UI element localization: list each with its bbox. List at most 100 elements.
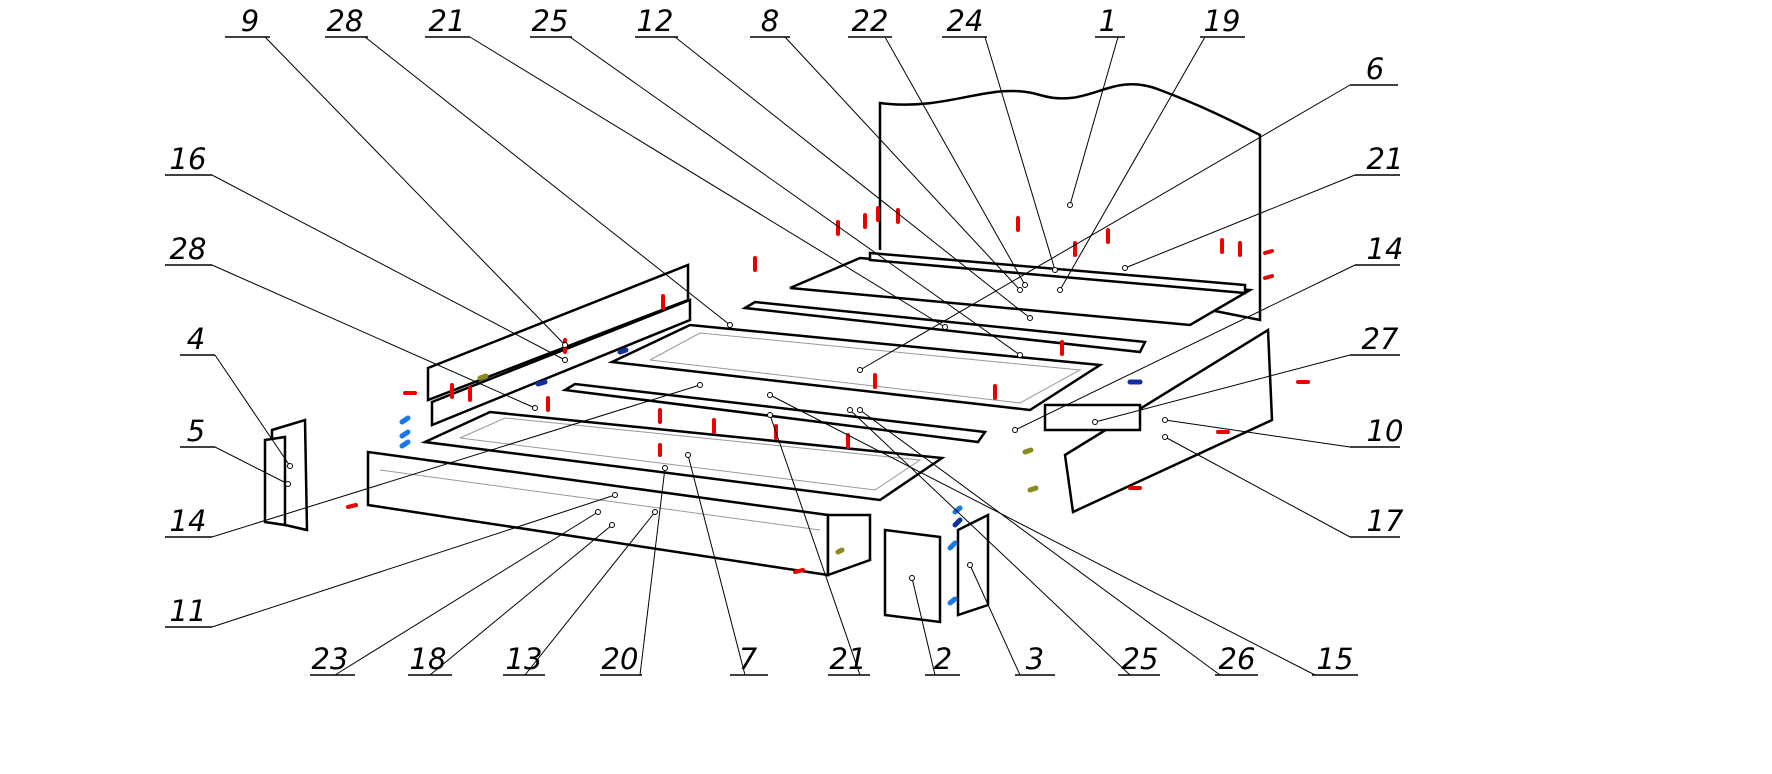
leader-dot xyxy=(532,405,538,411)
leader-line xyxy=(214,446,289,485)
upper-frame-lines xyxy=(649,332,1082,404)
leader-line xyxy=(524,511,656,676)
part-number-label: 14 xyxy=(1366,232,1404,266)
leader-dot xyxy=(1017,287,1023,293)
leader-dot xyxy=(727,322,733,328)
leader-dot xyxy=(847,407,853,413)
leader-line xyxy=(211,264,536,409)
leader-line xyxy=(211,384,701,538)
leader-dot xyxy=(1092,419,1098,425)
leader-line xyxy=(1059,36,1206,291)
leader-dot xyxy=(942,324,948,330)
leader-line xyxy=(859,409,1221,676)
leader-dot xyxy=(967,562,973,568)
leader-dot xyxy=(857,367,863,373)
part-number-label: 5 xyxy=(186,414,206,448)
leader-dot xyxy=(857,407,863,413)
lower-bed-base xyxy=(420,410,946,502)
part-number-label: 12 xyxy=(636,4,674,38)
front-drawer-side xyxy=(826,513,872,577)
leader-dot xyxy=(767,392,773,398)
lower-frame-lines xyxy=(459,417,922,491)
center-rail-front xyxy=(561,382,988,444)
leader-line xyxy=(1164,436,1351,538)
leader-line xyxy=(911,577,936,676)
leader-dot xyxy=(285,481,291,487)
upper-bed-base xyxy=(607,323,1104,412)
leader-line xyxy=(784,36,1021,291)
part-number-label: 21 xyxy=(1366,142,1404,176)
part-number-label: 15 xyxy=(1316,642,1354,676)
leader-line xyxy=(1124,174,1356,269)
part-number-label: 9 xyxy=(240,4,260,38)
leader-line xyxy=(469,36,946,328)
part-number-label: 23 xyxy=(311,642,349,676)
leader-dot xyxy=(562,342,568,348)
leader-line xyxy=(1014,264,1356,431)
leader-dot xyxy=(287,463,293,469)
leader-line xyxy=(687,454,746,676)
leader-dot xyxy=(697,382,703,388)
part-number-label: 21 xyxy=(428,4,466,38)
part-number-label: 17 xyxy=(1366,504,1404,538)
leader-line xyxy=(884,36,1026,286)
leader-line xyxy=(364,36,731,326)
part-number-label: 19 xyxy=(1203,4,1241,38)
part-number-label: 26 xyxy=(1218,642,1256,676)
leader-dot xyxy=(1162,434,1168,440)
leader-dot xyxy=(1122,265,1128,271)
leader-line xyxy=(1069,36,1119,206)
leader-dot xyxy=(1017,352,1023,358)
leader-dot xyxy=(1022,282,1028,288)
part-number-label: 21 xyxy=(829,642,867,676)
part-number-label: 13 xyxy=(505,642,543,676)
leader-line xyxy=(569,36,1021,356)
part-number-label: 7 xyxy=(738,642,758,676)
leader-line xyxy=(429,524,613,676)
leader-line xyxy=(859,84,1351,371)
leader-dot xyxy=(1067,202,1073,208)
leader-dot xyxy=(909,575,915,581)
part-number-label: 8 xyxy=(760,4,780,38)
side-panel-right-back xyxy=(1043,403,1142,432)
leader-line xyxy=(769,394,1316,676)
part-number-label: 25 xyxy=(531,4,569,38)
leader-line xyxy=(211,494,616,628)
leader-dot xyxy=(652,509,658,515)
part-number-label: 6 xyxy=(1365,52,1385,86)
leader-dot xyxy=(612,492,618,498)
headboard-rail xyxy=(868,251,1247,295)
leader-line xyxy=(769,414,861,676)
part-number-label: 14 xyxy=(169,504,207,538)
part-number-label: 24 xyxy=(946,4,984,38)
leader-dot xyxy=(1057,287,1063,293)
leader-line xyxy=(849,409,1131,676)
part-number-label: 28 xyxy=(326,4,364,38)
part-number-label: 25 xyxy=(1121,642,1159,676)
leader-line xyxy=(674,36,1031,319)
part-number-label: 20 xyxy=(601,642,639,676)
part-number-label: 27 xyxy=(1361,322,1399,356)
part-number-label: 3 xyxy=(1025,642,1045,676)
part-number-label: 1 xyxy=(1098,4,1118,38)
part-number-label: 2 xyxy=(933,642,953,676)
leader-line xyxy=(334,511,599,676)
leader-dot xyxy=(1027,315,1033,321)
part-number-label: 10 xyxy=(1366,414,1404,448)
leader-dot xyxy=(662,465,668,471)
leader-dot xyxy=(767,412,773,418)
part-number-label: 22 xyxy=(851,4,889,38)
leg-panel-5 xyxy=(263,435,287,527)
leader-line xyxy=(211,174,566,361)
leader-line xyxy=(969,564,1021,676)
side-panel-left-inner xyxy=(430,298,692,427)
leader-dot xyxy=(1162,417,1168,423)
leader-dot xyxy=(685,452,691,458)
leader-dot xyxy=(609,522,615,528)
leader-line xyxy=(214,354,291,467)
part-number-label: 28 xyxy=(169,232,207,266)
leader-lines xyxy=(165,36,1400,676)
leader-line xyxy=(264,36,566,346)
